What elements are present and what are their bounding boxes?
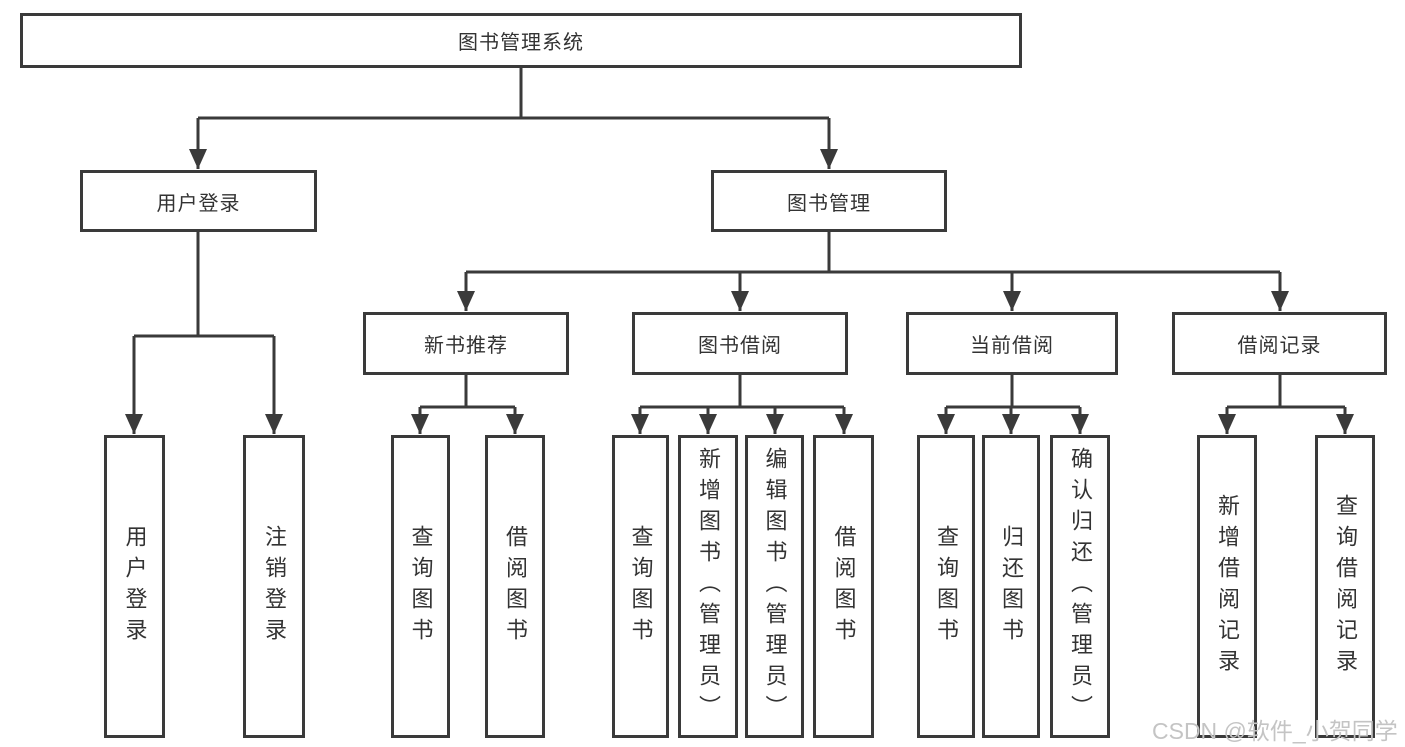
- csdn-watermark: CSDN @软件_小贺同学: [1152, 718, 1398, 744]
- leaf-user-login-label: 用户登录: [122, 524, 148, 649]
- leaf-return-books-label: 归还图书: [999, 524, 1024, 649]
- node-user-login-label: 用户登录: [156, 192, 241, 215]
- node-current-borrowing-label: 当前借阅: [970, 335, 1054, 357]
- leaf-borrow-books-2-label: 借阅图书: [831, 524, 857, 649]
- leaf-edit-book-admin-label: 编辑图书（管理员）: [762, 447, 788, 726]
- leaf-query-books-3-label: 查询图书: [934, 524, 959, 649]
- leaf-add-borrow-record: 新增借阅记录: [1197, 435, 1257, 738]
- leaf-add-book-admin-label: 新增图书（管理员）: [696, 447, 721, 726]
- leaf-logout-label: 注销登录: [262, 524, 287, 649]
- leaf-borrow-books-1: 借阅图书: [485, 435, 545, 738]
- leaf-add-book-admin: 新增图书（管理员）: [678, 435, 738, 738]
- node-library-system-label: 图书管理系统: [458, 32, 584, 54]
- leaf-user-login: 用户登录: [104, 435, 165, 738]
- node-current-borrowing: 当前借阅: [906, 312, 1118, 375]
- leaf-borrow-books-2: 借阅图书: [813, 435, 874, 738]
- leaf-query-books-2: 查询图书: [612, 435, 669, 738]
- node-library-system: 图书管理系统: [20, 13, 1022, 68]
- leaf-query-borrow-record: 查询借阅记录: [1315, 435, 1375, 738]
- leaf-query-borrow-record-label: 查询借阅记录: [1333, 493, 1358, 680]
- leaf-query-books-3: 查询图书: [917, 435, 975, 738]
- connector-bus: [134, 68, 1345, 409]
- leaf-add-borrow-record-label: 新增借阅记录: [1215, 493, 1240, 680]
- leaf-confirm-return-admin-label: 确认归还（管理员）: [1068, 447, 1093, 726]
- node-borrowing-records-label: 借阅记录: [1237, 335, 1322, 357]
- leaf-query-books-1: 查询图书: [391, 435, 450, 738]
- leaf-query-books-1-label: 查询图书: [408, 524, 434, 649]
- leaf-edit-book-admin: 编辑图书（管理员）: [745, 435, 804, 738]
- node-user-login: 用户登录: [80, 170, 317, 232]
- node-new-book-recommend-label: 新书推荐: [424, 335, 508, 357]
- node-book-management: 图书管理: [711, 170, 947, 232]
- node-book-borrowing-label: 图书借阅: [698, 335, 782, 357]
- leaf-confirm-return-admin: 确认归还（管理员）: [1050, 435, 1110, 738]
- node-borrowing-records: 借阅记录: [1172, 312, 1387, 375]
- leaf-borrow-books-1-label: 借阅图书: [503, 524, 528, 649]
- node-book-management-label: 图书管理: [787, 192, 871, 215]
- node-book-borrowing: 图书借阅: [632, 312, 848, 375]
- leaf-logout: 注销登录: [243, 435, 305, 738]
- leaf-return-books: 归还图书: [982, 435, 1040, 738]
- node-new-book-recommend: 新书推荐: [363, 312, 569, 375]
- leaf-query-books-2-label: 查询图书: [628, 524, 654, 649]
